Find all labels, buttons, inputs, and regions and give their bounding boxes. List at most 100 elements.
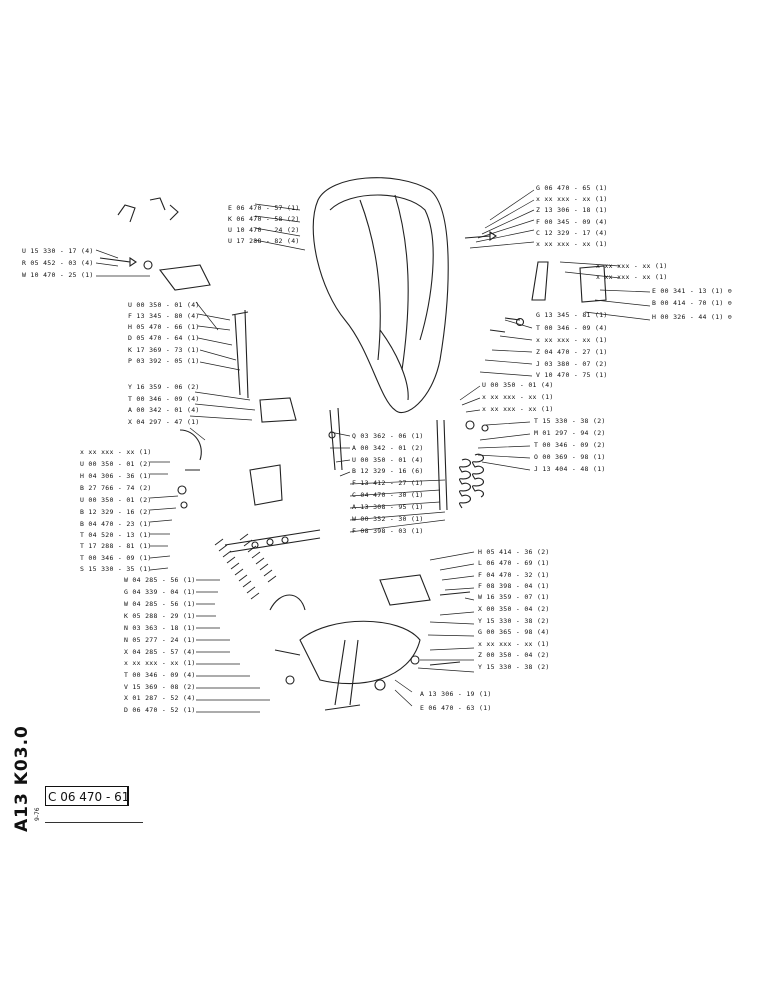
part-label: E 06 470 - 57 (1) bbox=[228, 204, 300, 212]
part-label: O 00 369 - 98 (1) bbox=[534, 453, 606, 461]
part-label: P 03 392 - 05 (1) bbox=[128, 357, 200, 365]
doc-subtitle-block: 9-76 bbox=[32, 795, 44, 825]
part-label: W 10 470 - 25 (1) bbox=[22, 271, 94, 279]
part-label: W 16 359 - 07 (1) bbox=[478, 593, 550, 601]
part-label: G 06 470 - 65 (1) bbox=[536, 184, 608, 192]
top-bracket bbox=[117, 197, 179, 223]
part-label: T 04 520 - 13 (1) bbox=[80, 531, 152, 539]
leader-lines-right bbox=[329, 189, 651, 707]
part-label: X 00 350 - 04 (2) bbox=[478, 605, 550, 613]
part-label: x xx xxx - xx (1) bbox=[596, 262, 668, 270]
housing-rib bbox=[359, 199, 381, 361]
part-label: M 01 297 - 94 (2) bbox=[534, 429, 606, 437]
part-label: E 06 470 - 63 (1) bbox=[420, 704, 492, 712]
part-label: Y 15 330 - 38 (2) bbox=[478, 663, 550, 671]
lever-link bbox=[259, 397, 297, 423]
part-label: C 04 470 - 30 (1) bbox=[352, 491, 424, 499]
left-nut bbox=[180, 501, 188, 509]
left-arm bbox=[158, 264, 211, 291]
right-bracket bbox=[531, 261, 607, 303]
part-label: E 00 341 - 13 (1) ⊖ bbox=[652, 287, 733, 295]
part-label: x xx xxx - xx (1) bbox=[478, 640, 550, 648]
part-label: D 05 470 - 64 (1) bbox=[128, 334, 200, 342]
housing-shell bbox=[312, 177, 449, 414]
part-label: L 06 470 - 69 (1) bbox=[478, 559, 550, 567]
part-label: T 00 346 - 09 (2) bbox=[534, 441, 606, 449]
part-label: T 00 346 - 09 (4) bbox=[536, 324, 608, 332]
part-label: Q 03 362 - 06 (1) bbox=[352, 432, 424, 440]
part-label: X 04 285 - 57 (4) bbox=[124, 648, 196, 656]
base-bolt bbox=[429, 591, 471, 666]
part-label: W 04 285 - 56 (1) bbox=[124, 600, 196, 608]
part-label: T 00 346 - 09 (1) bbox=[80, 554, 152, 562]
base-plate bbox=[299, 620, 421, 685]
part-label: W 04 285 - 56 (1) bbox=[124, 576, 196, 584]
part-label: U 00 350 - 01 (4) bbox=[128, 301, 200, 309]
part-label: Y 15 330 - 38 (2) bbox=[478, 617, 550, 625]
code-underline bbox=[45, 822, 143, 823]
part-label: T 17 288 - 81 (1) bbox=[80, 542, 152, 550]
part-label: x xx xxx - xx (1) bbox=[536, 195, 608, 203]
base-link bbox=[379, 574, 431, 606]
part-label: D 06 470 - 52 (1) bbox=[124, 706, 196, 714]
spring-coils bbox=[214, 533, 277, 600]
part-label: X 04 297 - 47 (1) bbox=[128, 418, 200, 426]
part-label: V 15 369 - 08 (2) bbox=[124, 683, 196, 691]
part-label: S 15 330 - 35 (1) bbox=[80, 565, 152, 573]
part-label: U 00 350 - 01 (2) bbox=[80, 460, 152, 468]
doc-subtitle: 9-76 bbox=[34, 807, 41, 821]
part-label: U 17 288 - 82 (4) bbox=[228, 237, 300, 245]
doc-title: A13 K03.0 bbox=[12, 725, 32, 832]
shaft-chain bbox=[224, 529, 321, 553]
base-pin bbox=[285, 675, 295, 685]
part-label: Z 13 306 - 18 (1) bbox=[536, 206, 608, 214]
part-label: H 05 470 - 66 (1) bbox=[128, 323, 200, 331]
part-label: B 12 329 - 16 (2) bbox=[80, 508, 152, 516]
part-label: F 00 345 - 09 (4) bbox=[536, 218, 608, 226]
housing-lower bbox=[379, 329, 409, 401]
part-label: x xx xxx - xx (1) bbox=[124, 659, 196, 667]
part-label: F 08 398 - 04 (1) bbox=[478, 582, 550, 590]
part-label: F 04 470 - 32 (1) bbox=[478, 571, 550, 579]
left-bracket-2 bbox=[249, 464, 283, 506]
part-label: U 00 350 - 01 (4) bbox=[482, 381, 554, 389]
part-label: U 15 330 - 17 (4) bbox=[22, 247, 94, 255]
part-label: H 05 414 - 36 (2) bbox=[478, 548, 550, 556]
right-washer bbox=[481, 424, 489, 432]
chain-link bbox=[266, 538, 274, 546]
part-label: R 05 452 - 03 (4) bbox=[22, 259, 94, 267]
part-label: x xx xxx - xx (1) bbox=[80, 448, 152, 456]
base-pin bbox=[410, 655, 420, 665]
part-label: F 08 398 - 03 (1) bbox=[352, 527, 424, 535]
part-label: x xx xxx - xx (1) bbox=[482, 405, 554, 413]
left-clip bbox=[179, 429, 202, 471]
part-label: C 12 329 - 17 (4) bbox=[536, 229, 608, 237]
part-label: A 00 342 - 01 (4) bbox=[128, 406, 200, 414]
part-label: U 10 470 - 24 (2) bbox=[228, 226, 300, 234]
part-label: N 05 277 - 24 (1) bbox=[124, 636, 196, 644]
part-label: B 04 470 - 23 (1) bbox=[80, 520, 152, 528]
part-label: U 00 350 - 01 (4) bbox=[352, 456, 424, 464]
drawing-code: C 06 470 - 61 bbox=[45, 786, 129, 806]
part-label: A 13 306 - 19 (1) bbox=[420, 690, 492, 698]
part-label: F 13 345 - 80 (4) bbox=[128, 312, 200, 320]
part-label: H 04 306 - 36 (1) bbox=[80, 472, 152, 480]
part-label: F 13 412 - 27 (1) bbox=[352, 479, 424, 487]
part-label: J 13 404 - 48 (1) bbox=[534, 465, 606, 473]
chain-link bbox=[251, 541, 259, 549]
part-label: G 04 339 - 04 (1) bbox=[124, 588, 196, 596]
part-label: U 00 350 - 01 (2) bbox=[80, 496, 152, 504]
central-rod bbox=[329, 407, 343, 471]
part-label: Z 04 470 - 27 (1) bbox=[536, 348, 608, 356]
base-lever bbox=[324, 704, 361, 711]
part-label: K 06 470 - 58 (2) bbox=[228, 215, 300, 223]
part-label: W 00 352 - 30 (1) bbox=[352, 515, 424, 523]
chain-link bbox=[281, 536, 289, 544]
part-label: x xx xxx - xx (1) bbox=[536, 240, 608, 248]
rod-pin bbox=[328, 431, 336, 439]
part-label: J 03 380 - 07 (2) bbox=[536, 360, 608, 368]
part-label: x xx xxx - xx (1) bbox=[596, 273, 668, 281]
right-washer bbox=[465, 420, 475, 430]
part-label: B 27 766 - 74 (2) bbox=[80, 484, 152, 492]
